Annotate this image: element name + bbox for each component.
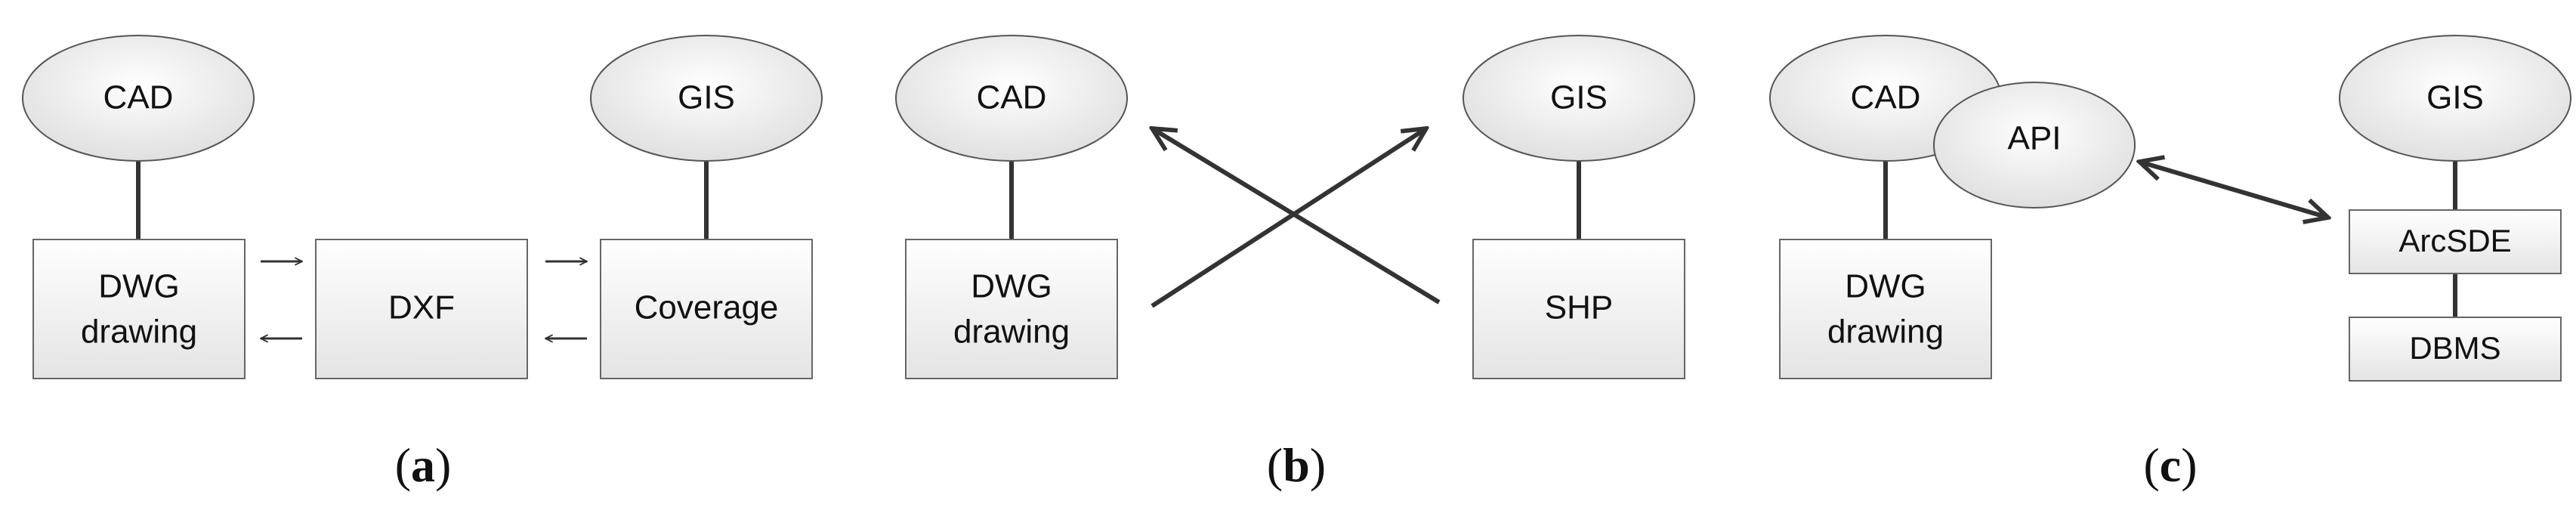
arrow-shp-to-cad xyxy=(1152,128,1441,304)
shp-box: SHP xyxy=(1472,239,1685,379)
api-node: API xyxy=(1933,82,2136,209)
dwg-label-line2: drawing xyxy=(953,314,1070,351)
gis-node: GIS xyxy=(590,35,823,162)
panel-b-label: (b) xyxy=(1267,438,1326,492)
dwg-label-line2: drawing xyxy=(1827,314,1944,351)
dxf-label: DXF xyxy=(388,289,455,326)
cad-label: CAD xyxy=(977,79,1047,116)
dxf-box: DXF xyxy=(315,239,528,379)
panel-a: CAD GIS DWG drawing DXF Coverage (a) xyxy=(22,35,823,492)
gis-label: GIS xyxy=(2426,79,2484,116)
dwg-label-line1: DWG xyxy=(98,268,180,305)
coverage-box: Coverage xyxy=(600,239,813,379)
panel-c: CAD API GIS DWG drawing ArcSDE DBMS (c) xyxy=(1769,35,2571,492)
panel-b: CAD GIS DWG drawing SHP (b) xyxy=(895,35,1695,492)
cad-label: CAD xyxy=(1851,79,1921,116)
panel-c-label: (c) xyxy=(2143,438,2197,492)
dwg-label-line1: DWG xyxy=(971,268,1052,305)
arrow-api-arcsde-bidirectional xyxy=(2139,162,2328,218)
dwg-drawing-box: DWG drawing xyxy=(32,239,246,379)
cad-node: CAD xyxy=(895,35,1128,162)
dwg-drawing-box: DWG drawing xyxy=(905,239,1118,379)
coverage-label: Coverage xyxy=(635,289,779,326)
shp-label: SHP xyxy=(1545,289,1613,326)
cad-node: CAD xyxy=(22,35,255,162)
dwg-drawing-box: DWG drawing xyxy=(1779,239,1992,379)
dbms-label: DBMS xyxy=(2409,330,2500,366)
dwg-label-line2: drawing xyxy=(81,314,197,351)
dbms-box: DBMS xyxy=(2349,317,2562,382)
gis-node: GIS xyxy=(2339,35,2571,162)
dwg-label-line1: DWG xyxy=(1845,268,1926,305)
arcsde-label: ArcSDE xyxy=(2398,223,2511,258)
api-label: API xyxy=(2008,120,2062,157)
gis-label: GIS xyxy=(1550,79,1608,116)
cad-label: CAD xyxy=(103,79,174,116)
panel-a-label: (a) xyxy=(395,438,452,492)
arcsde-box: ArcSDE xyxy=(2349,209,2562,274)
gis-label: GIS xyxy=(678,79,735,116)
gis-node: GIS xyxy=(1463,35,1695,162)
arrow-dwg-to-gis xyxy=(1151,128,1426,308)
